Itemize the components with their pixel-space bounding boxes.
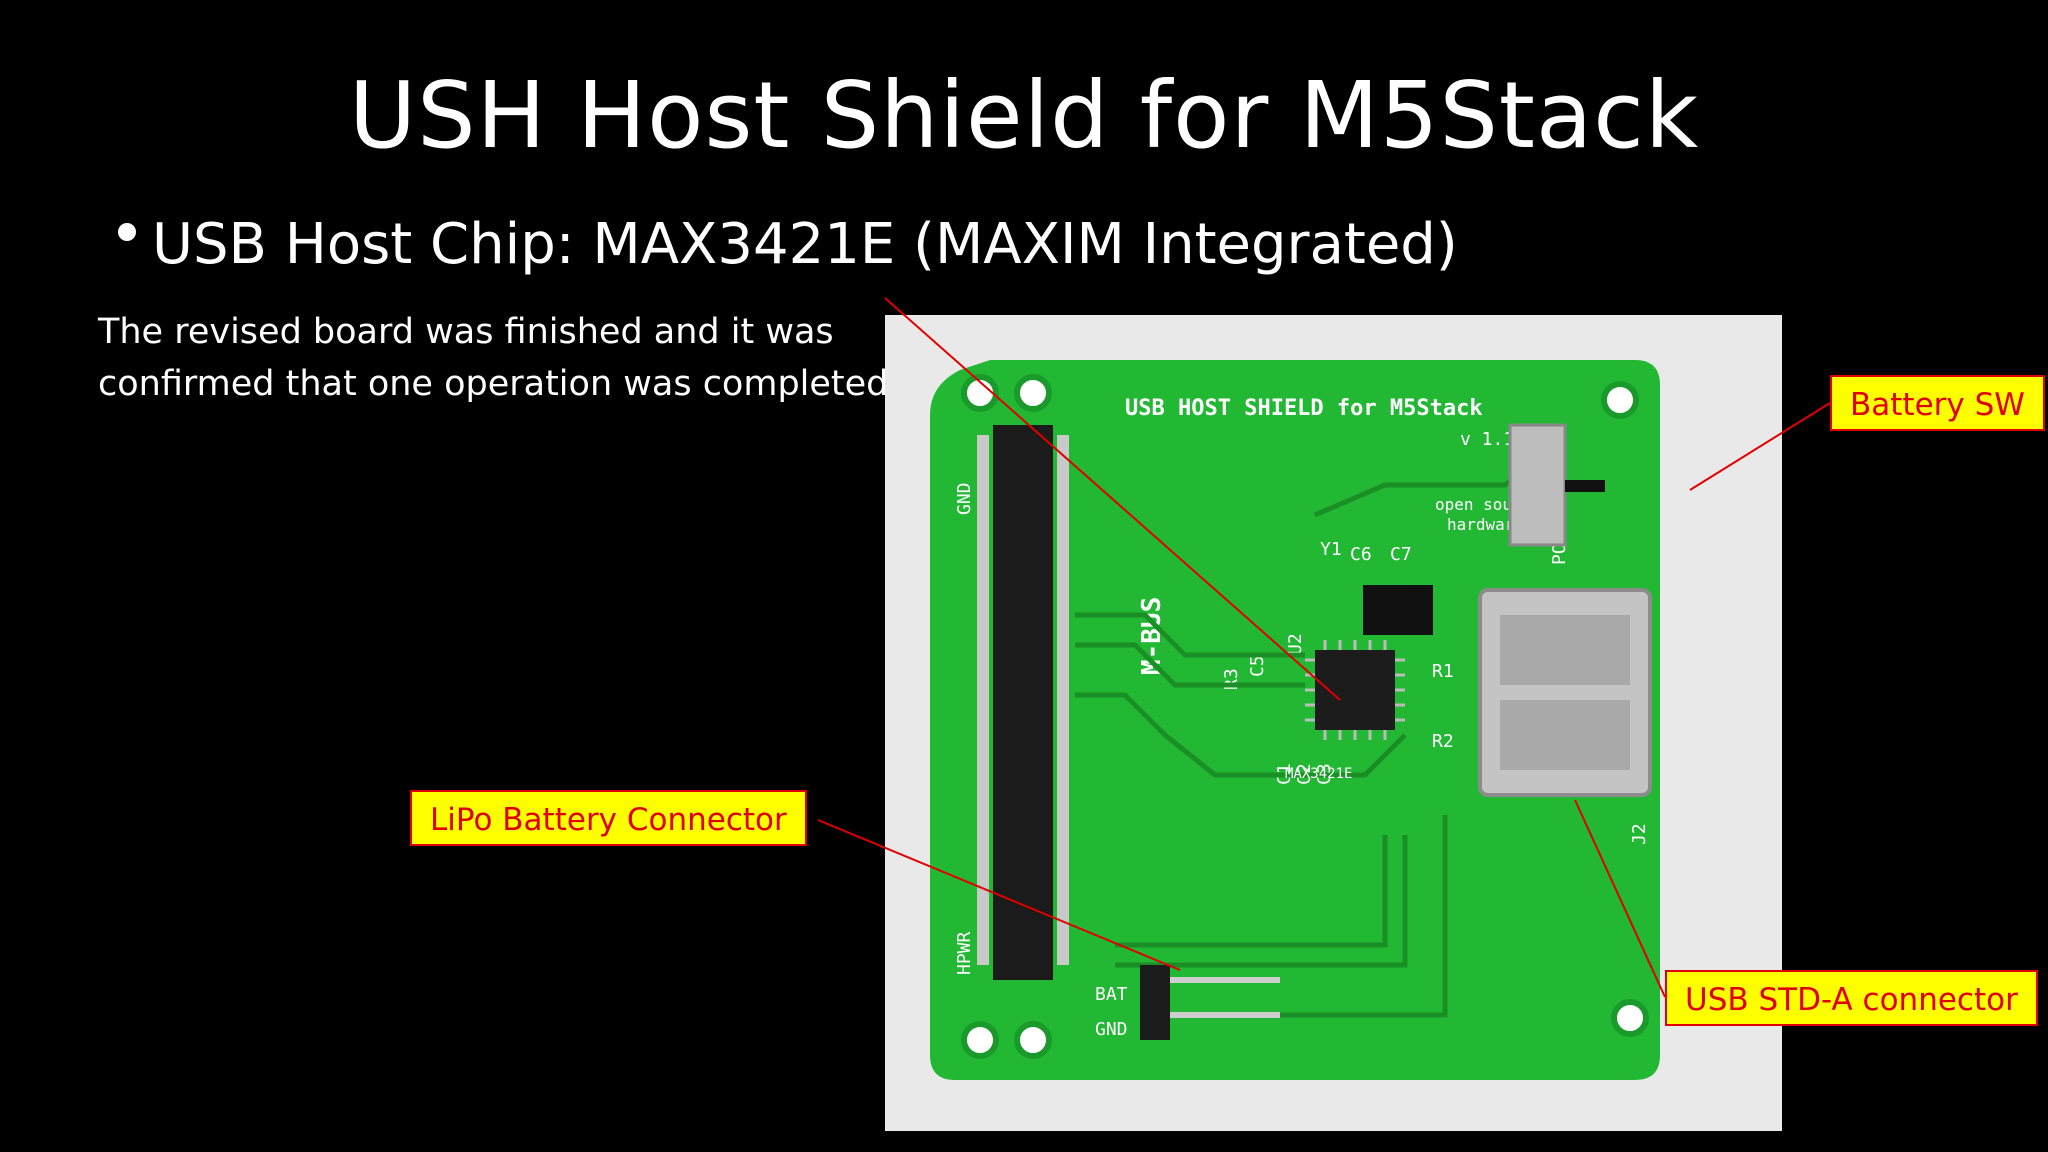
- note-line-2: confirmed that one operation was complet…: [98, 364, 900, 404]
- silk-y1: Y1: [1320, 539, 1342, 560]
- silk-version: v 1.1: [1460, 429, 1514, 450]
- revision-note: The revised board was finished and it wa…: [98, 306, 900, 410]
- silk-c5: C5: [1247, 655, 1268, 677]
- chip-max3421e: [1315, 650, 1395, 730]
- silk-gnd: GND: [1095, 1019, 1128, 1040]
- silk-u2: U2: [1285, 633, 1306, 655]
- silk-r2: R2: [1432, 731, 1454, 752]
- pcb-illustration: USB HOST SHIELD for M5Stack v 1.1 open s…: [930, 360, 1660, 1080]
- crystal-y1: [1363, 585, 1433, 635]
- usb-a-port-2: [1500, 700, 1630, 770]
- silk-gnd-left: GND: [954, 482, 975, 515]
- callout-lipo-battery-connector: LiPo Battery Connector: [410, 790, 807, 846]
- silk-hpwr: HPWR: [954, 931, 975, 975]
- silk-chip-label: MAX3421E: [1285, 766, 1352, 782]
- bullet-dot-icon: [118, 223, 136, 241]
- silk-r1: R1: [1432, 661, 1454, 682]
- note-line-1: The revised board was finished and it wa…: [98, 312, 834, 352]
- lipo-connector: [1140, 965, 1170, 1040]
- silk-c7: C7: [1390, 544, 1412, 565]
- lipo-pins: [1170, 977, 1280, 1018]
- silk-c6: C6: [1350, 544, 1372, 565]
- silk-osh-2: hardware: [1447, 515, 1524, 534]
- silk-title: USB HOST SHIELD for M5Stack: [1125, 396, 1483, 421]
- slide-title: USH Host Shield for M5Stack: [348, 62, 1700, 169]
- silk-j2: J2: [1629, 823, 1650, 845]
- bullet-text: USB Host Chip: MAX3421E (MAXIM Integrate…: [152, 212, 1458, 277]
- callout-usb-std-a-connector: USB STD-A connector: [1665, 970, 2038, 1026]
- pin-header: [993, 425, 1053, 980]
- usb-a-port-1: [1500, 615, 1630, 685]
- callout-battery-sw: Battery SW: [1830, 375, 2045, 431]
- bullet-usb-host-chip: USB Host Chip: MAX3421E (MAXIM Integrate…: [118, 212, 1458, 277]
- silk-bat: BAT: [1095, 984, 1128, 1005]
- power-switch: [1508, 423, 1567, 547]
- board-photo: USB HOST SHIELD for M5Stack v 1.1 open s…: [885, 315, 1782, 1131]
- switch-lever: [1565, 480, 1605, 492]
